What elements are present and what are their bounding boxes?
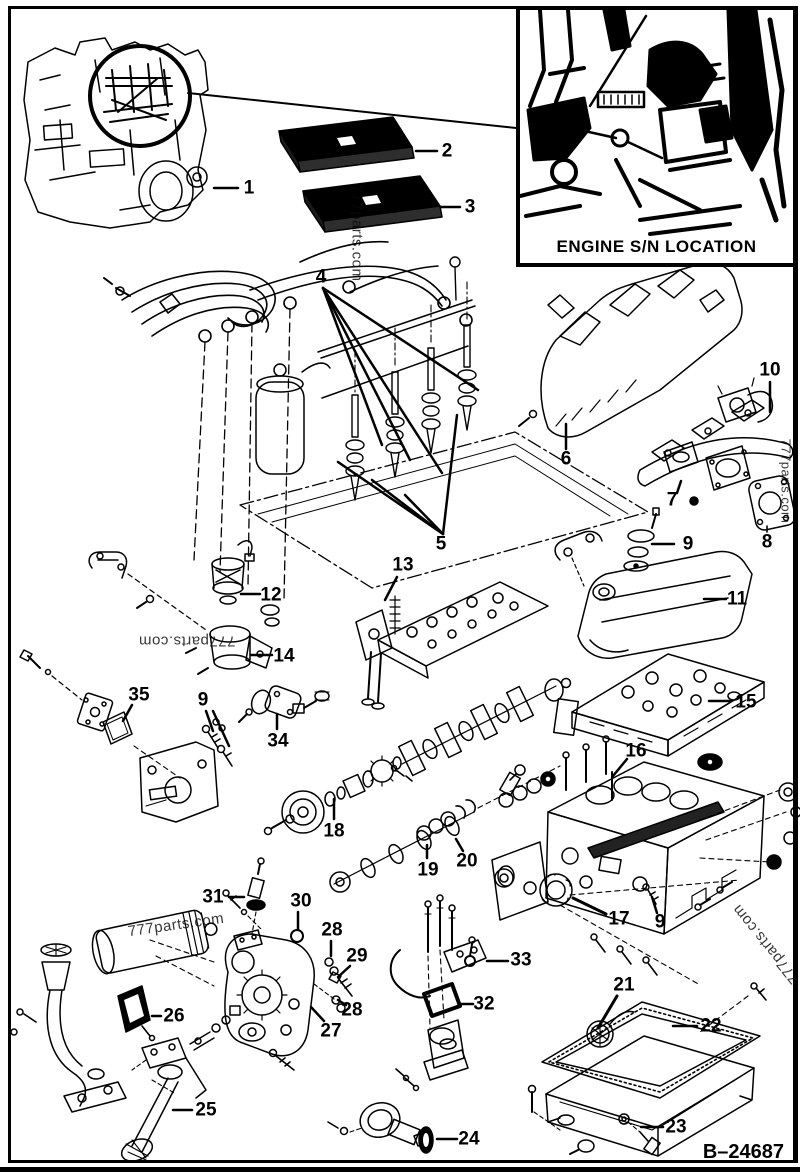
- watermark: 777parts.com: [348, 184, 366, 282]
- callout-28a: 28: [321, 919, 343, 941]
- callout-34: 34: [267, 730, 289, 752]
- intake-manifold-art: [518, 262, 743, 438]
- engine-sn-inset: ENGINE S/N LOCATION 777parts.com: [516, 6, 797, 267]
- callout-6: 6: [560, 448, 572, 470]
- leader-lines: [121, 92, 772, 1141]
- gasket-34-art: [238, 685, 302, 723]
- callout-19: 19: [417, 859, 439, 881]
- watermark: 777parts.com: [138, 632, 236, 650]
- callout-28b: 28: [341, 999, 363, 1021]
- callout-8: 8: [761, 531, 773, 553]
- gasket-8-art: [748, 475, 796, 533]
- callout-10: 10: [759, 359, 781, 381]
- callout-24: 24: [458, 1128, 480, 1150]
- callout-35: 35: [128, 684, 150, 706]
- callout-33: 33: [510, 949, 532, 971]
- engine-block-art: [491, 735, 800, 986]
- callout-16: 16: [625, 740, 647, 762]
- cylinder-head-art: [552, 653, 765, 757]
- callout-5: 5: [435, 533, 447, 555]
- figure-id: B–24687: [702, 1141, 784, 1163]
- bracket-32-33-art: [389, 894, 487, 1092]
- engine-assembly-art: [23, 37, 209, 229]
- callout-27: 27: [320, 1020, 342, 1042]
- callout-3: 3: [464, 196, 476, 218]
- callout-2: 2: [441, 140, 453, 162]
- callout-15: 15: [735, 691, 757, 713]
- callout-23: 23: [665, 1116, 687, 1138]
- valve-cover-art: [554, 507, 753, 659]
- callout-31: 31: [202, 886, 224, 908]
- injection-lines-art: [103, 240, 473, 601]
- crankshaft-art: [263, 677, 572, 893]
- engine-sn-inset-art: [518, 8, 787, 236]
- element-plate-2: [278, 116, 415, 173]
- fitting-10-art: [717, 377, 774, 423]
- callout-26: 26: [163, 1005, 185, 1027]
- callout-20: 20: [456, 850, 478, 872]
- callout-4: 4: [315, 266, 327, 288]
- callout-9b: 9: [197, 689, 209, 711]
- watermark: 777parts.com: [778, 438, 794, 524]
- element-plate-3: [302, 175, 443, 233]
- oil-fill-tube-art: [10, 943, 127, 1113]
- callout-14: 14: [273, 645, 295, 667]
- oil-pickup-art: [120, 1005, 241, 1162]
- callout-18: 18: [323, 820, 345, 842]
- pump-24-art: [327, 1102, 434, 1154]
- callout-12: 12: [260, 584, 282, 606]
- oil-pan-art: [527, 982, 767, 1157]
- plate-35-art: [19, 649, 219, 823]
- callout-29: 29: [346, 945, 368, 967]
- callout-17: 17: [608, 908, 630, 930]
- head-top-13-art: [355, 581, 549, 710]
- callout-9c: 9: [654, 911, 666, 933]
- callout-7: 7: [666, 489, 678, 511]
- thermostat-group-art: [88, 540, 330, 767]
- callout-30: 30: [290, 890, 312, 912]
- callout-9a: 9: [682, 533, 694, 555]
- callout-25: 25: [195, 1099, 217, 1121]
- inset-caption: ENGINE S/N LOCATION: [556, 237, 757, 256]
- callout-22: 22: [700, 1015, 722, 1037]
- callout-1: 1: [243, 177, 255, 199]
- callout-32: 32: [473, 993, 495, 1015]
- page-border-bottom: [0, 1167, 800, 1172]
- callout-21: 21: [613, 974, 635, 996]
- callout-11: 11: [726, 588, 748, 610]
- exhaust-manifold-art: [637, 399, 794, 506]
- callout-13: 13: [392, 554, 414, 576]
- gasket-26-art: [117, 985, 151, 1033]
